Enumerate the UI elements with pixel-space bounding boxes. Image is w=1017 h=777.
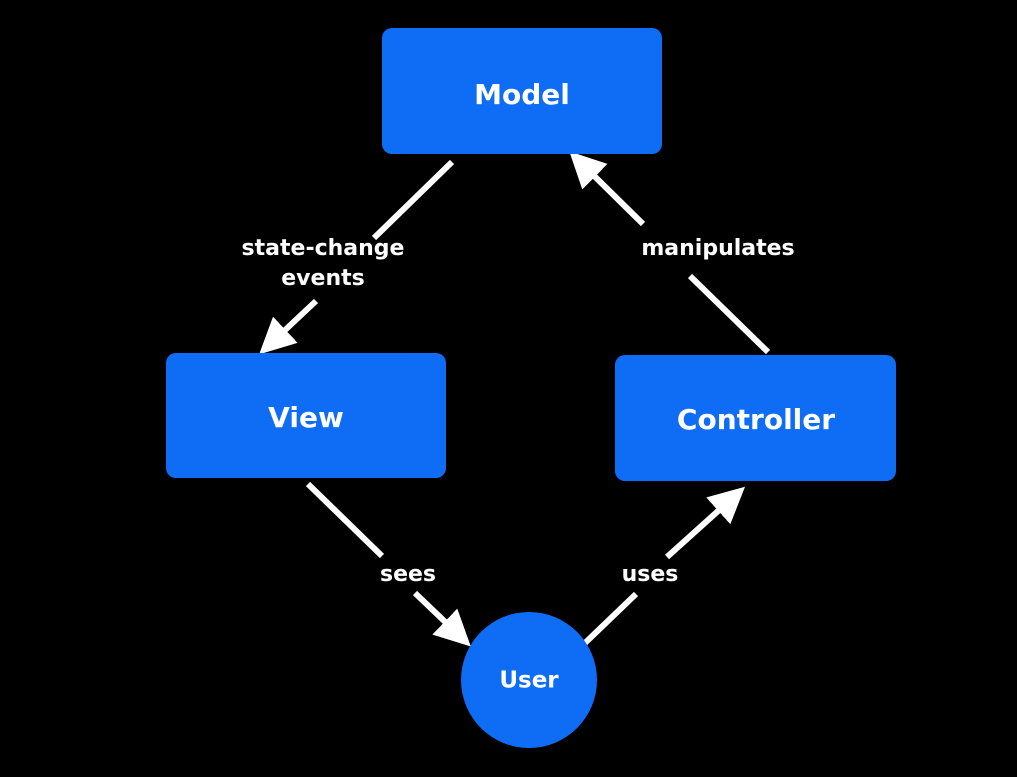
edge-label-manipulates: manipulates [641, 236, 794, 261]
controller-label: Controller [677, 403, 835, 436]
arrow-user-to-controller [582, 486, 746, 646]
edge-label-events: events [281, 266, 364, 291]
arrow-controller-to-model [569, 151, 771, 355]
edge-label-state-change: state-change [242, 236, 405, 261]
user-label: User [499, 668, 559, 694]
model-node: Model [382, 28, 662, 154]
user-node: User [461, 612, 597, 748]
view-node: View [166, 353, 446, 478]
arrow-view-to-user [305, 481, 471, 647]
edge-label-uses: uses [622, 562, 679, 587]
controller-node: Controller [615, 355, 896, 481]
arrow-model-to-view [259, 159, 455, 355]
model-label: Model [474, 78, 570, 111]
view-label: View [268, 401, 344, 434]
edge-label-sees: sees [380, 562, 436, 587]
